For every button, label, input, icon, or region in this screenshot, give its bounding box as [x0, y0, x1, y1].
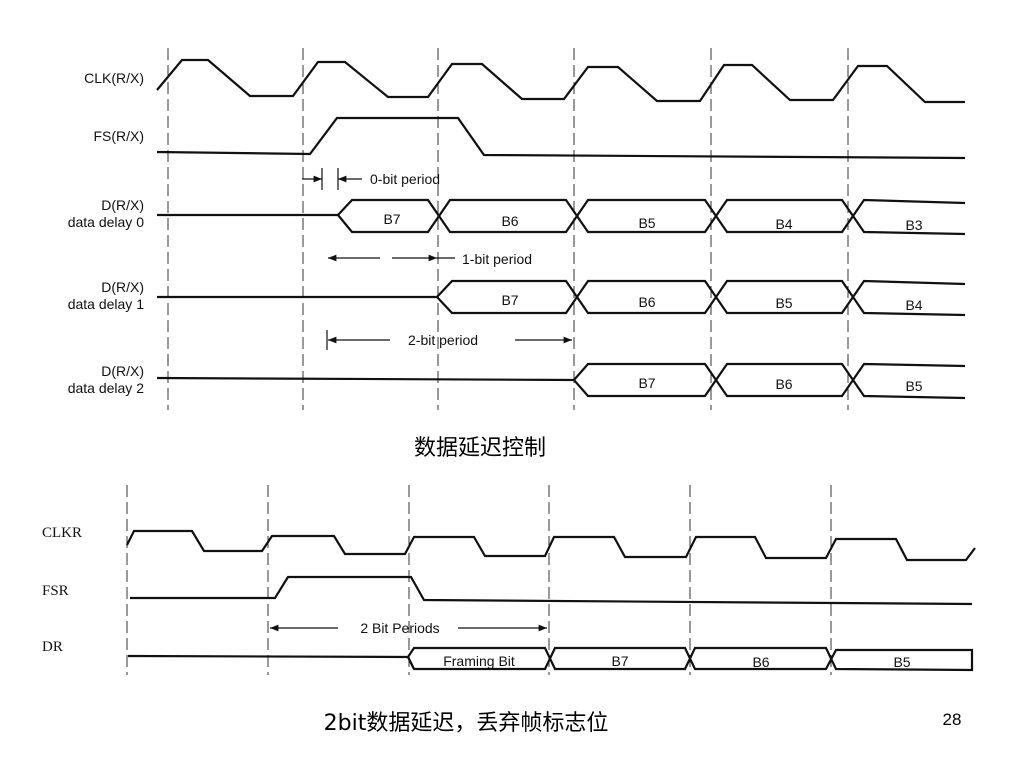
d2-bit-label: B6 — [775, 376, 792, 392]
fs-label: FS(R/X) — [93, 128, 144, 144]
two-bit-period-arrows — [326, 330, 572, 350]
one-bit-period-label: 1-bit period — [462, 251, 532, 267]
dr-bit-label: B7 — [611, 653, 628, 669]
two-bit-periods-label: 2 Bit Periods — [360, 620, 439, 636]
d0-sublabel: data delay 0 — [68, 214, 144, 230]
bottom-guide-lines — [126, 485, 832, 675]
bottom-timing-diagram: CLKR FSR DR Framing Bit B7 B6 B5 2 Bit P… — [42, 485, 976, 736]
data-delay-1-waveform — [157, 279, 966, 317]
d0-bit-label: B6 — [501, 213, 518, 229]
d1-label: D(R/X) — [101, 279, 144, 295]
d0-bit-label: B3 — [905, 217, 922, 233]
d2-bit-label: B7 — [638, 375, 655, 391]
clkr-label: CLKR — [42, 525, 82, 541]
d1-bit-label: B7 — [501, 292, 518, 308]
top-guide-lines — [167, 48, 849, 410]
bottom-caption: 2bit数据延迟，丢弃帧标志位 — [324, 711, 609, 736]
d0-bit-label: B4 — [775, 216, 792, 232]
dr-bit-label: Framing Bit — [443, 653, 515, 669]
d1-sublabel: data delay 1 — [68, 296, 144, 312]
zero-bit-period-arrows — [302, 168, 362, 190]
clkr-waveform — [126, 529, 976, 562]
clk-label: CLK(R/X) — [84, 70, 144, 86]
top-timing-diagram: CLK(R/X) FS(R/X) D(R/X) data delay 0 D(R… — [68, 48, 966, 461]
zero-bit-period-label: 0-bit period — [370, 171, 440, 187]
dr-bit-label: B6 — [752, 654, 769, 670]
fsr-waveform — [130, 575, 973, 606]
d2-sublabel: data delay 2 — [68, 380, 144, 396]
top-caption: 数据延迟控制 — [414, 436, 546, 461]
two-bit-period-label: 2-bit period — [408, 332, 478, 348]
dr-bit-label: B5 — [893, 654, 910, 670]
d0-bit-label: B5 — [638, 215, 655, 231]
dr-waveform — [127, 646, 974, 672]
data-delay-0-waveform — [157, 198, 966, 236]
d2-bit-label: B5 — [905, 378, 922, 394]
page-number: 28 — [943, 710, 962, 729]
fsr-label: FSR — [42, 583, 69, 599]
dr-label: DR — [42, 639, 63, 655]
data-delay-2-waveform — [156, 362, 966, 400]
clk-waveform — [156, 58, 965, 104]
d2-label: D(R/X) — [101, 363, 144, 379]
fs-waveform — [156, 116, 966, 160]
d1-bit-label: B4 — [905, 297, 922, 313]
d1-bit-label: B6 — [638, 294, 655, 310]
d1-bit-label: B5 — [775, 295, 792, 311]
d0-label: D(R/X) — [101, 197, 144, 213]
d0-bit-label: B7 — [383, 211, 400, 227]
